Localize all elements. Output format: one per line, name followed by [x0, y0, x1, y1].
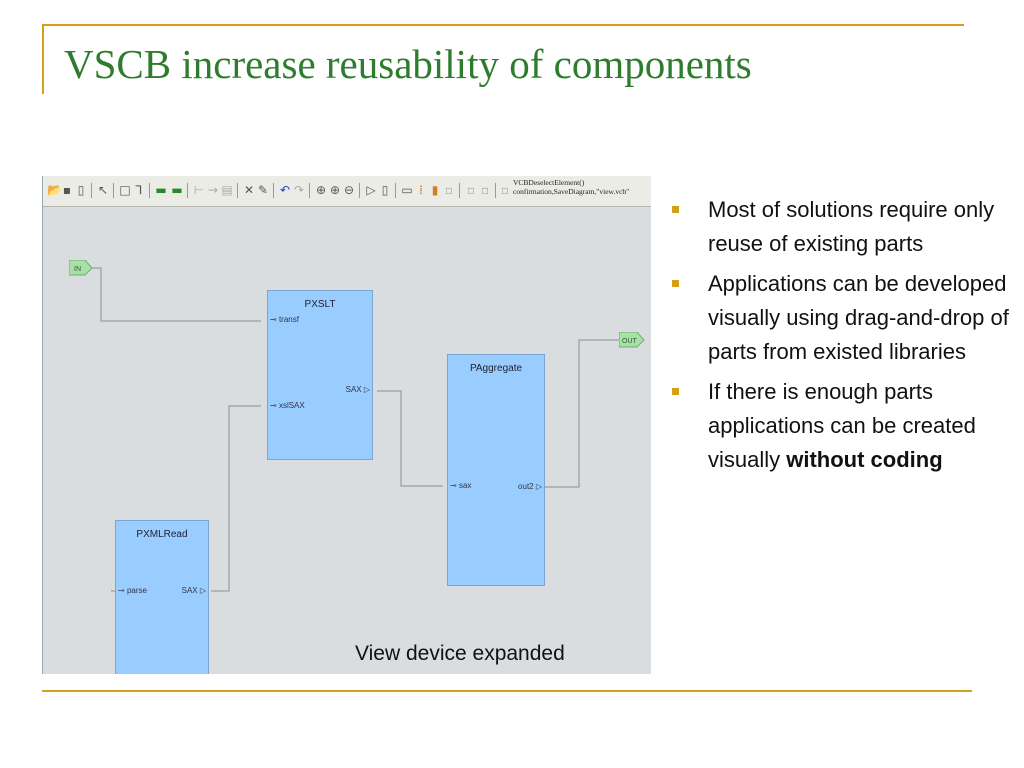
editor-screenshot: 📂 ▪ ▯ ↖ □ ⅂ ▬ ▬ ⊢ → ▤ ✕ ✎ ↶ ↷ ⊕ ⊕ ⊖ ▷ ▯ …	[42, 176, 651, 674]
open-folder-icon[interactable]: 📂	[47, 183, 62, 197]
toolbar-separator	[395, 183, 396, 198]
bullet-list: Most of solutions require only reuse of …	[670, 193, 1010, 483]
bullet-item: Most of solutions require only reuse of …	[670, 193, 1010, 261]
output-terminal[interactable]: OUT	[618, 331, 645, 353]
step-icon[interactable]: ⊢	[193, 183, 205, 197]
toolbar-separator	[113, 183, 114, 198]
delete-icon[interactable]: ✕	[243, 183, 255, 197]
input-terminal[interactable]: IN	[68, 259, 93, 281]
toolbar-separator	[187, 183, 188, 198]
box-icon[interactable]: □	[119, 183, 131, 197]
toolbar-separator	[309, 183, 310, 198]
left-accent-line	[42, 24, 44, 94]
script-line: VCBDeselectElement()	[513, 178, 585, 187]
screenshot-caption: View device expanded	[355, 642, 565, 665]
editor-toolbar: 📂 ▪ ▯ ↖ □ ⅂ ▬ ▬ ⊢ → ▤ ✕ ✎ ↶ ↷ ⊕ ⊕ ⊖ ▷ ▯ …	[43, 176, 651, 207]
port-label: parse	[126, 586, 147, 595]
expand-icon[interactable]: ▷	[366, 183, 376, 197]
zoom-in-icon[interactable]: ⊕	[329, 183, 341, 197]
bottom-accent-line	[42, 690, 972, 692]
bullet-emphasis: without coding	[786, 447, 943, 472]
port-label: xslSAX	[278, 401, 305, 410]
port-xslsax[interactable]: ⊸ xslSAX	[270, 401, 305, 410]
option-icon[interactable]: ▫	[466, 183, 476, 197]
block-title: PXMLRead	[136, 529, 188, 540]
toolbar-separator	[359, 183, 360, 198]
output-terminal-shape: OUT	[618, 331, 645, 348]
toolbar-separator	[495, 183, 496, 198]
edit-icon[interactable]: ✎	[257, 183, 269, 197]
port-out2[interactable]: out2 ▷	[518, 482, 542, 491]
toolbar-separator	[149, 183, 150, 198]
collapse-icon[interactable]: ▯	[381, 183, 389, 197]
block-title: PXSLT	[304, 299, 336, 310]
new-file-icon[interactable]: ▯	[77, 183, 85, 197]
input-terminal-shape: IN	[68, 259, 93, 276]
wire-pxmlread-xslsax	[211, 405, 261, 592]
port-sax[interactable]: ⊸ sax	[450, 481, 472, 490]
port-sax-out[interactable]: SAX ▷	[181, 586, 206, 595]
script-line: confirmation,SaveDiagram,"view.vcb"	[513, 187, 630, 196]
output-terminal-label: OUT	[622, 338, 638, 345]
bullet-item: Applications can be developed visually u…	[670, 267, 1010, 369]
properties-icon[interactable]: ▭	[401, 183, 413, 197]
bullet-item: If there is enough parts applications ca…	[670, 375, 1010, 477]
bullet-text: Most of solutions require only reuse of …	[708, 197, 995, 256]
toolbar-separator	[273, 183, 274, 198]
bullet-square-icon	[672, 206, 679, 213]
library-icon[interactable]: ⁞	[419, 183, 423, 197]
save-icon[interactable]: ▪	[62, 183, 72, 197]
pointer-icon[interactable]: ↖	[97, 183, 109, 197]
port-label: sax	[458, 481, 472, 490]
port-sax-out[interactable]: SAX ▷	[345, 385, 370, 394]
add-output-icon[interactable]: ▬	[171, 183, 183, 197]
pxslt-block[interactable]: PXSLT ⊸ transf ⊸ xslSAX SAX ▷	[267, 290, 373, 460]
slide-title: VSCB increase reusability of components	[64, 41, 752, 87]
wire-pxslt-sax	[377, 390, 443, 487]
run-icon[interactable]: →	[207, 183, 219, 197]
wire-paggregate-out	[545, 339, 619, 488]
port-label: transf	[278, 315, 299, 324]
grid-icon[interactable]: ▤	[221, 183, 233, 197]
option-icon[interactable]: ▫	[444, 183, 454, 197]
port-label: out2	[518, 482, 534, 491]
toolbar-script-text: VCBDeselectElement() confirmation,SaveDi…	[513, 178, 629, 196]
add-input-icon[interactable]: ▬	[155, 183, 167, 197]
option-icon[interactable]: ▫	[480, 183, 490, 197]
bullet-text: If there is enough parts applications ca…	[708, 379, 976, 472]
script-icon[interactable]: ▫	[500, 183, 510, 197]
pxmlread-block[interactable]: PXMLRead ⊸ parse SAX ▷	[115, 520, 209, 674]
zoom-out-icon[interactable]: ⊖	[343, 183, 355, 197]
toolbar-separator	[459, 183, 460, 198]
port-transf[interactable]: ⊸ transf	[270, 315, 299, 324]
toolbar-separator	[91, 183, 92, 198]
zoom-fit-icon[interactable]: ⊕	[315, 183, 327, 197]
component-icon[interactable]: ▮	[431, 183, 439, 197]
bullet-square-icon	[672, 280, 679, 287]
redo-icon[interactable]: ↷	[293, 183, 305, 197]
port-label: SAX	[181, 586, 198, 595]
paggregate-block[interactable]: PAggregate ⊸ sax out2 ▷	[447, 354, 545, 586]
bullet-square-icon	[672, 388, 679, 395]
port-parse[interactable]: ⊸ parse	[118, 586, 147, 595]
wire-in-transf	[91, 267, 261, 322]
port-label: SAX	[345, 385, 362, 394]
input-terminal-label: IN	[74, 266, 81, 273]
bullet-text: Applications can be developed visually u…	[708, 271, 1009, 364]
top-accent-line	[42, 24, 964, 26]
connector-icon[interactable]: ⅂	[135, 183, 143, 197]
toolbar-separator	[237, 183, 238, 198]
undo-icon[interactable]: ↶	[279, 183, 291, 197]
block-title: PAggregate	[469, 363, 523, 374]
